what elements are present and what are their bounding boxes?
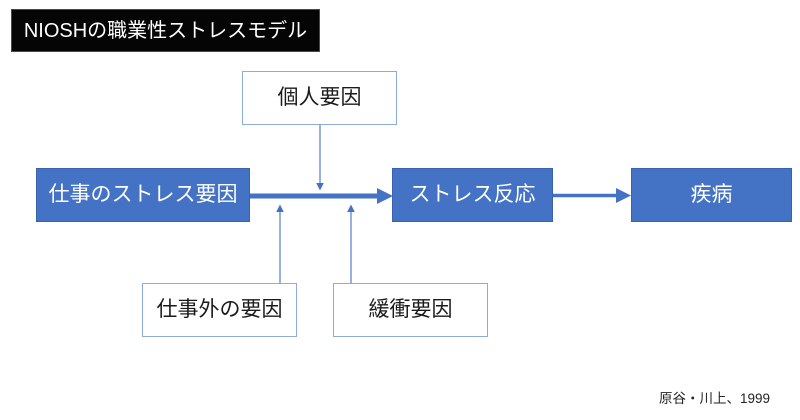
node-buffer-factors-label: 緩衝要因 xyxy=(368,298,453,322)
node-disease: 疾病 xyxy=(631,168,792,222)
node-disease-label: 疾病 xyxy=(690,183,733,207)
node-job-stressors-label: 仕事のストレス要因 xyxy=(48,183,238,207)
diagram-title-label: NIOSHの職業性ストレスモデル xyxy=(23,19,308,42)
arrow-stress-to-disease xyxy=(553,188,631,203)
node-personal-factors-label: 個人要因 xyxy=(277,86,362,110)
node-stress-reaction: ストレス反応 xyxy=(392,168,553,222)
arrow-personal-down xyxy=(316,125,324,191)
diagram-title-box: NIOSHの職業性ストレスモデル xyxy=(11,9,320,52)
node-job-stressors: 仕事のストレス要因 xyxy=(36,168,250,222)
arrow-buffer-up xyxy=(347,204,355,283)
node-stress-reaction-label: ストレス反応 xyxy=(409,183,536,207)
arrow-nonwork-up xyxy=(276,204,284,283)
node-non-work-factors: 仕事外の要因 xyxy=(142,283,297,337)
node-personal-factors: 個人要因 xyxy=(242,71,397,125)
arrow-job-to-stress xyxy=(250,188,393,204)
citation-text: 原谷・川上、1999 xyxy=(658,391,770,406)
node-buffer-factors: 緩衝要因 xyxy=(333,283,488,337)
node-non-work-factors-label: 仕事外の要因 xyxy=(156,298,283,322)
